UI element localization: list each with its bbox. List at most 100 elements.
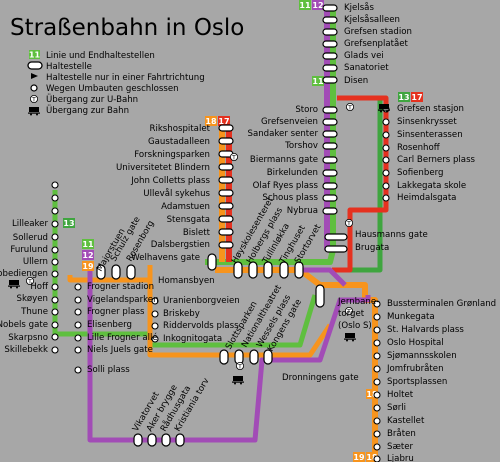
stop-dot (51, 220, 59, 228)
line-badge-13-lilleaker (63, 218, 75, 228)
stop-dot (51, 333, 59, 341)
stop-dot (373, 352, 381, 360)
stop-dot (51, 308, 59, 316)
station-lilleaker: Lilleaker (12, 219, 48, 229)
stop-marker (218, 124, 234, 132)
station-hausmanns: Hausmanns gate (355, 230, 428, 240)
stop-dot (382, 118, 390, 126)
train-icon (232, 376, 244, 385)
stop-dot (373, 404, 381, 412)
station-kastellet: Kastellet (387, 416, 425, 426)
station-dalsbergstien: Dalsbergstien (151, 240, 210, 250)
station-universitetet: Universitetet Blindern (116, 163, 210, 173)
stop-dot (151, 322, 159, 330)
station-sanatoriet: Sanatoriet (344, 63, 389, 73)
station-gaustadalleen: Gaustadalleen (148, 137, 210, 147)
stop-marker (322, 40, 338, 48)
stop-dot (373, 378, 381, 386)
stop-marker (322, 76, 338, 84)
station-elisenberg: Elisenberg (87, 320, 132, 330)
stop-marker (322, 130, 338, 138)
line-19-solli (67, 275, 333, 358)
station-dronningens: Dronningens gate (282, 373, 359, 383)
line-badge-13 (398, 92, 410, 102)
stop-dot (74, 321, 82, 329)
legend-train: Übergang zur Bahn (46, 105, 129, 116)
stop-marker (218, 228, 234, 236)
metro-t-icon (29, 94, 39, 105)
station-riddervolds: Riddervolds plass (163, 321, 239, 331)
legend: 11 Linie und Endhaltestellen Haltestelle… (27, 50, 205, 116)
line-badge-17 (411, 92, 423, 102)
stop-marker (322, 169, 338, 177)
station-kjelsasalleen: Kjelsåsalleen (344, 14, 400, 25)
station-st-halvards: St. Halvards plass (387, 325, 464, 335)
svg-text:12: 12 (82, 251, 93, 260)
line-badge-11-maj (82, 239, 94, 249)
svg-text:11: 11 (312, 77, 324, 86)
stop-marker (322, 52, 338, 60)
legend-oneway: Haltestelle nur in einer Fahrtrichtung (46, 73, 205, 83)
stop-dot (74, 346, 82, 354)
stop-marker (133, 433, 143, 447)
stop-marker (324, 245, 348, 253)
stop-marker (263, 261, 273, 279)
station-lakkegata: Lakkegata skole (397, 181, 466, 191)
station-vigelandsparken: Vigelandsparken (87, 295, 159, 305)
stop-marker (322, 194, 338, 202)
svg-text:19: 19 (82, 262, 94, 271)
stop-marker (263, 349, 273, 365)
station-braten: Bråten (387, 428, 416, 439)
stop-dot (151, 297, 159, 305)
line-badge-19-maj (82, 261, 94, 271)
stop-marker (207, 253, 217, 271)
stop-dot (51, 258, 59, 266)
stop-dot (51, 346, 59, 354)
stop-dot (74, 366, 82, 374)
svg-text:18: 18 (366, 390, 378, 399)
metro-t-icon (235, 361, 245, 372)
station-jernbanetorget-2: torget (338, 309, 365, 319)
svg-text:19: 19 (353, 453, 365, 462)
stop-marker (234, 349, 244, 365)
station-hoff: Hoff (30, 282, 49, 292)
station-sofienberg: Sofienberg (397, 168, 443, 178)
stop-marker (161, 433, 171, 447)
station-skarpsno: Skarpsno (8, 333, 48, 343)
metro-t-icon (229, 152, 239, 163)
stop-marker (294, 261, 304, 279)
map-title: Straßenbahn in Oslo (10, 15, 244, 41)
station-thune: Thune (20, 307, 48, 317)
svg-text:13: 13 (398, 93, 409, 102)
stop-marker (218, 202, 234, 210)
stop-marker (322, 16, 338, 24)
stop-marker (322, 118, 338, 126)
station-jernbanetorget-3: (Oslo S) (338, 321, 372, 331)
station-frogner-plass: Frogner plass (87, 307, 145, 317)
stop-marker (147, 433, 157, 447)
stop-marker (175, 433, 185, 447)
station-carl-berners: Carl Berners plass (397, 155, 476, 165)
station-sportsplassen: Sportsplassen (387, 377, 447, 387)
station-rosenhoff: Rosenhoff (397, 143, 441, 153)
stop-dot (373, 313, 381, 321)
svg-text:18: 18 (366, 453, 378, 462)
line-badge-18-ljabru (366, 452, 378, 462)
station-bussterminalen: Bussterminalen Grønland (387, 299, 496, 309)
stop-marker (248, 261, 258, 279)
station-munkegata: Munkegata (387, 312, 435, 322)
station-brugata: Brugata (355, 243, 389, 253)
stop-dot (373, 339, 381, 347)
station-ulleval: Ullevål sykehus (143, 188, 210, 199)
station-homansbyen: Homansbyen (158, 276, 215, 286)
station-skillebekk: Skillebekk (4, 345, 48, 355)
stop-dot (373, 391, 381, 399)
stop-marker (218, 241, 234, 249)
line-badge-11 (299, 0, 311, 10)
stop-dot (74, 334, 82, 342)
line-badge-19-ljabru (353, 452, 365, 462)
stop-dot (74, 296, 82, 304)
stop-marker (279, 261, 289, 279)
station-sinsenterassen: Sinsenterassen (397, 130, 463, 140)
